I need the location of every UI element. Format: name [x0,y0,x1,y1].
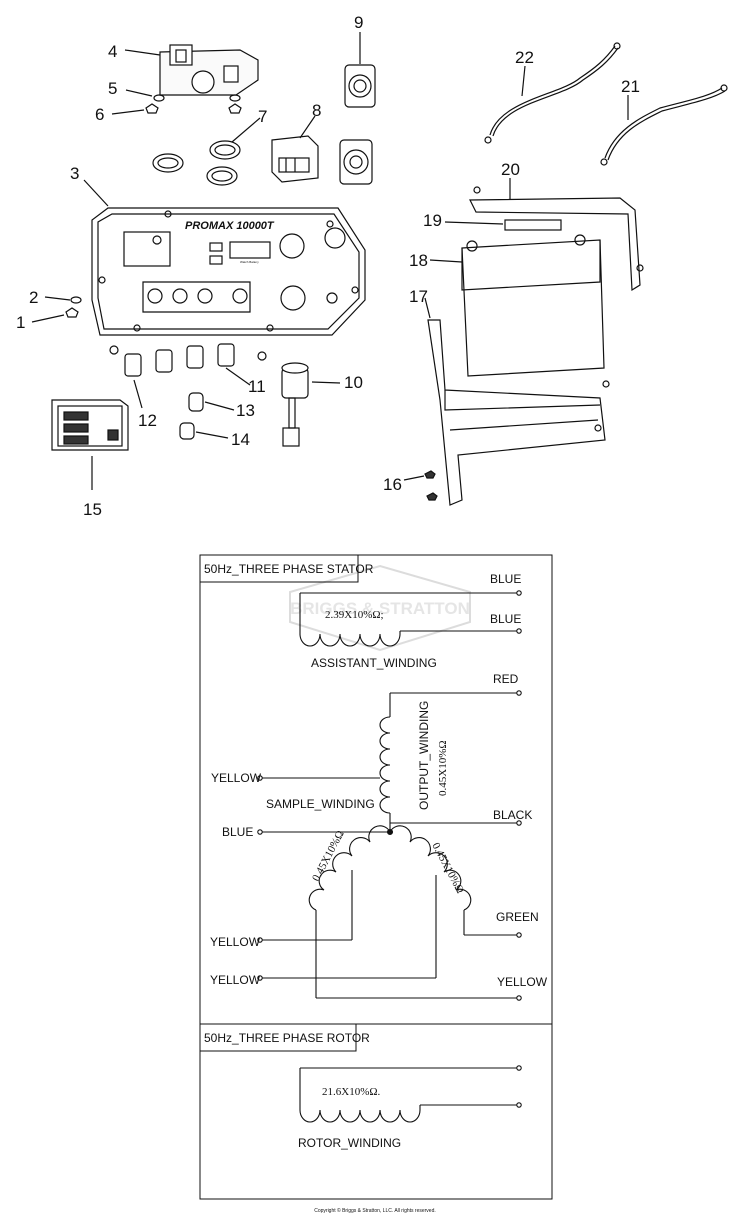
part-22-battery-cable[interactable] [484,42,621,144]
part-15-meter[interactable] [51,399,129,451]
callout-6: 6 [95,105,104,124]
wire-blue-top: BLUE [490,572,521,586]
wire-blue-second: BLUE [490,612,521,626]
part-3-control-panel[interactable] [91,207,366,336]
output-winding-label: OUTPUT_WINDING [417,701,431,810]
part-9-receptacles[interactable] [339,64,376,185]
right-winding-resistance: 0.45X10%Ω [429,841,466,896]
callout-20: 20 [501,160,520,179]
part-12-fuse-holders[interactable] [109,343,267,377]
output-resistance: 0.45X10%Ω [437,740,449,796]
part-18-battery-box[interactable] [461,234,605,377]
callout-5: 5 [108,79,117,98]
assistant-winding-label: ASSISTANT_WINDING [311,656,437,670]
part-20-bracket[interactable] [469,186,644,292]
output-winding-coil [379,716,391,814]
part-7-rubber-rings[interactable] [152,140,241,186]
wire-yellow-left-1: YELLOW [210,935,261,949]
right-winding-coil [389,825,472,911]
wire-blue-left: BLUE [222,825,253,839]
callout-9: 9 [354,13,363,32]
callout-17: 17 [409,287,428,306]
callout-13: 13 [236,401,255,420]
wiring-schematic: BRIGGS & STRATTON 50Hz_THREE PHASE STATO… [199,554,553,1214]
left-winding-resistance: 0.45X10%Ω [310,829,347,884]
part-2-washer[interactable] [70,296,82,304]
callout-12: 12 [138,411,157,430]
schematic-frame [199,554,553,1200]
part-13-fuse[interactable] [188,392,204,412]
part-17-battery-tray[interactable] [427,319,610,506]
callout-7: 7 [258,107,267,126]
wire-yellow-left-2: YELLOW [210,973,261,987]
callout-15: 15 [83,500,102,519]
rotor-resistance: 21.6X10%Ω. [322,1086,381,1098]
part-21-battery-cable[interactable] [600,84,728,166]
part-14-fuse[interactable] [179,422,195,440]
rotor-header: 50Hz_THREE PHASE ROTOR [204,1031,370,1045]
assistant-winding-coil [299,633,401,647]
callout-21: 21 [621,77,640,96]
part-4-switch-cover[interactable] [159,44,259,96]
part-19-label[interactable] [504,219,562,231]
part-8-breaker[interactable] [271,135,319,183]
callout-8: 8 [312,101,321,120]
callout-14: 14 [231,430,250,449]
wire-yellow-sample: YELLOW [211,771,262,785]
callout-4: 4 [108,42,117,61]
rotor-winding-coil [299,1109,421,1123]
callout-10: 10 [344,373,363,392]
rotor-winding-label: ROTOR_WINDING [298,1136,401,1150]
part-16-screws[interactable] [424,470,438,501]
sample-winding-label: SAMPLE_WINDING [266,797,375,811]
callout-1: 1 [16,313,25,332]
svg-text:BRIGGS & STRATTON: BRIGGS & STRATTON [290,599,470,618]
copyright-text: Copyright © Briggs & Stratton, LLC. All … [314,1207,436,1214]
wire-yellow-right: YELLOW [497,975,548,989]
callout-3: 3 [70,164,79,183]
part-10-ignition-switch[interactable] [281,362,309,447]
watermark-logo: BRIGGS & STRATTON [289,564,471,652]
wire-red: RED [493,672,519,686]
left-winding-coil [308,825,391,911]
part-5-washer[interactable] [153,94,241,102]
part-1-screw[interactable] [65,307,79,318]
callout-18: 18 [409,251,428,270]
callout-19: 19 [423,211,442,230]
callout-11: 11 [248,377,266,396]
panel-model-text: PROMAX 10000T [185,220,275,232]
stator-header: 50Hz_THREE PHASE STATOR [204,562,374,576]
callout-2: 2 [29,288,38,307]
exploded-parts-view: PROMAX 10000T Watch Battery [16,13,728,519]
part-6-screw[interactable] [145,103,242,114]
wire-green: GREEN [496,910,539,924]
assistant-resistance: 2.39X10%Ω; [325,609,384,621]
callout-16: 16 [383,475,402,494]
callout-22: 22 [515,48,534,67]
wire-black: BLACK [493,808,532,822]
panel-meter-text: Watch Battery [240,260,259,264]
